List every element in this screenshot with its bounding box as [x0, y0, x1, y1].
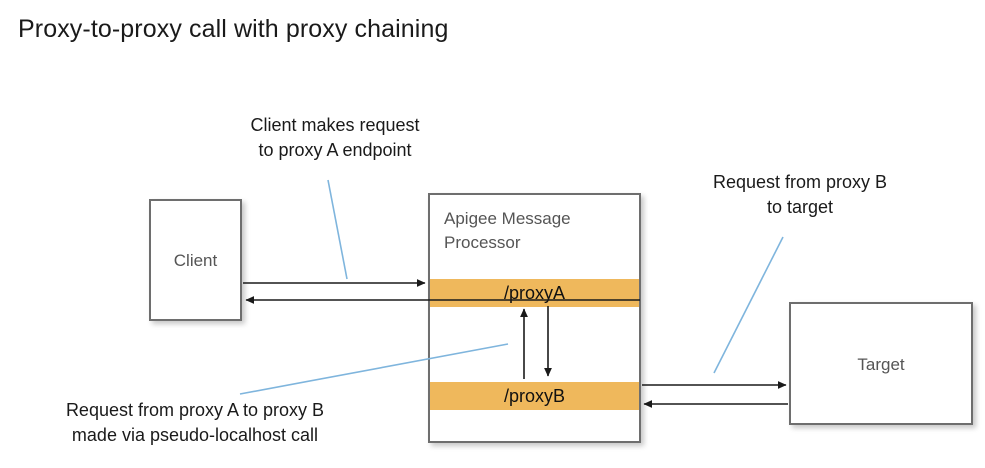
- proxy-a-band[interactable]: /proxyA: [430, 279, 639, 307]
- leader-line-client-request: [327, 179, 348, 280]
- node-target-label: Target: [857, 355, 905, 374]
- annotation-target-request: Request from proxy B to target: [712, 172, 888, 217]
- leader-line-target-request: [713, 236, 784, 374]
- page-title: Proxy-to-proxy call with proxy chaining: [18, 15, 449, 43]
- node-client-label: Client: [173, 251, 218, 270]
- annotation-chaining-request: Request from proxy A to proxy B made via…: [65, 400, 325, 445]
- node-target[interactable]: Target: [789, 302, 973, 425]
- node-message-processor-label: Apigee Message Processor: [444, 209, 571, 252]
- proxy-b-band[interactable]: /proxyB: [430, 382, 639, 410]
- node-client[interactable]: Client: [149, 199, 242, 321]
- annotation-client-request: Client makes request to proxy A endpoint: [250, 115, 420, 160]
- node-message-processor[interactable]: Apigee Message Processor /proxyA /proxyB: [428, 193, 641, 443]
